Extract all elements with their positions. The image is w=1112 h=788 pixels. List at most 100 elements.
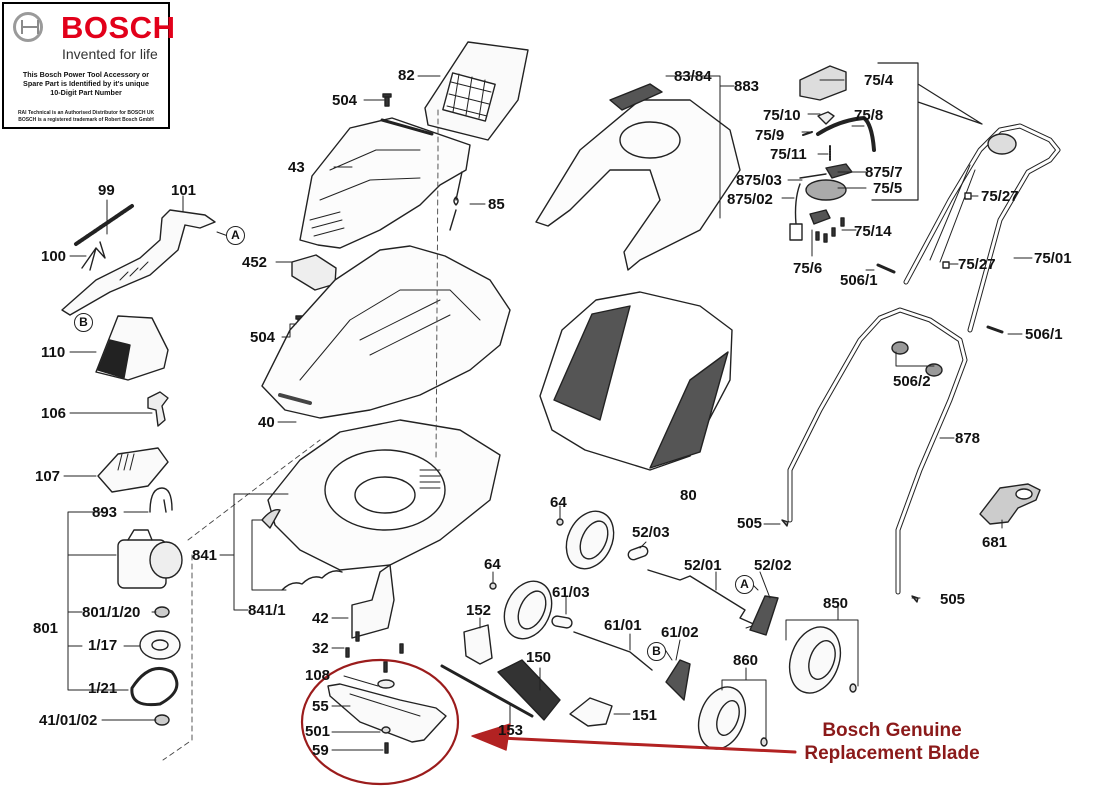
distributor-fine-print: RAI Technical is an Authorised Distribut… [8, 110, 164, 123]
part-108-washer [377, 661, 395, 689]
part-85-spring [449, 171, 463, 231]
label-893: 893 [92, 504, 118, 521]
label-61-02: 61/02 [661, 624, 699, 641]
part-83-84-grip [609, 83, 663, 111]
label-841: 841 [192, 547, 218, 564]
label-99: 99 [98, 182, 115, 199]
label-506-2: 506/2 [893, 373, 931, 390]
part-61-03-bushing [551, 615, 573, 629]
part-153-axle [440, 664, 534, 718]
part-893-cable [149, 487, 173, 513]
label-85: 85 [488, 196, 505, 213]
label-75-6: 75/6 [793, 260, 823, 277]
label-101: 101 [171, 182, 197, 199]
part-41-01-02-bearing [154, 714, 170, 726]
label-61-03: 61/03 [552, 584, 590, 601]
label-505-lower: 505 [940, 591, 966, 608]
part-681-cable-holder [979, 483, 1041, 525]
part-506-1-bolt-a [876, 263, 896, 274]
part-61-02-lever [665, 659, 691, 701]
label-153: 153 [498, 722, 524, 739]
label-108: 108 [305, 667, 331, 684]
label-801-1-20: 801/1/20 [82, 604, 141, 621]
caption-line-2: Replacement Blade [804, 742, 980, 764]
label-506-1-left: 506/1 [840, 272, 878, 289]
part-152-endcap [463, 624, 493, 665]
part-110-cover [95, 315, 169, 381]
label-501: 501 [305, 723, 331, 740]
note-line: This Bosch Power Tool Accessory or [22, 70, 150, 79]
caption-line-1: Bosch Genuine [822, 720, 962, 741]
label-64-lower: 64 [484, 556, 501, 573]
label-75-4: 75/4 [864, 72, 894, 89]
part-75-10-clip [817, 111, 835, 125]
part-75-27-clip-b [942, 261, 950, 269]
part-82-lid [424, 41, 529, 141]
part-52-03-bushing [627, 545, 649, 561]
label-107: 107 [35, 468, 61, 485]
part-75-01-upper-handle [903, 123, 1061, 333]
label-504: 504 [250, 329, 276, 346]
label-75-5: 75/5 [873, 180, 903, 197]
part-875-7-contact [825, 163, 853, 179]
label-151: 151 [632, 707, 658, 724]
part-841-1-fins [261, 509, 343, 591]
part-75-5-switch-box [805, 179, 847, 201]
label-506-1-right: 506/1 [1025, 326, 1063, 343]
callout-b-left: B [74, 313, 93, 332]
fine-line: RAI Technical is an Authorised Distribut… [17, 110, 155, 116]
part-52-01-rod [647, 569, 759, 627]
note-line: 10-Digit Part Number [50, 88, 122, 97]
label-681: 681 [982, 534, 1008, 551]
part-1-17-pulley [139, 630, 181, 660]
label-106: 106 [41, 405, 67, 422]
label-883: 883 [734, 78, 760, 95]
label-152: 152 [466, 602, 492, 619]
highlight-arrow-shaft [498, 736, 797, 754]
label-75-9: 75/9 [755, 127, 785, 144]
part-504-screw-top [382, 93, 392, 107]
part-801-motor [117, 529, 183, 589]
label-100: 100 [41, 248, 67, 265]
part-43-top-cover [299, 117, 471, 249]
label-878: 878 [955, 430, 981, 447]
switch-group-bracket [871, 62, 983, 201]
label-75-27-lower: 75/27 [958, 256, 996, 273]
part-75-14-screws [815, 217, 845, 243]
part-505-screw-a [781, 519, 789, 527]
label-40: 40 [258, 414, 275, 431]
label-801: 801 [33, 620, 59, 637]
part-150-roller [497, 659, 561, 721]
part-106-bracket [147, 391, 169, 427]
part-75-6-plate [809, 209, 831, 225]
part-61-01-rod [573, 631, 653, 671]
callout-a-right: A [735, 575, 754, 594]
label-505-upper: 505 [737, 515, 763, 532]
label-150: 150 [526, 649, 552, 666]
label-32: 32 [312, 640, 329, 657]
label-875-02: 875/02 [727, 191, 773, 208]
fine-line: BOSCH is a registered trademark of Rober… [18, 116, 154, 123]
part-1-21-belt [130, 667, 179, 707]
part-64-nut-lower [489, 582, 497, 590]
part-506-2-knob-b [925, 363, 943, 377]
part-875-03-wire [799, 173, 827, 179]
part-151-endcap [569, 697, 613, 727]
label-75-14: 75/14 [854, 223, 892, 240]
label-52-03: 52/03 [632, 524, 670, 541]
part-506-2-knob-a [891, 341, 909, 355]
part-505-screw-b [911, 595, 919, 603]
part-841-deck [267, 419, 501, 571]
part-107-box [97, 447, 169, 493]
label-1-21: 1/21 [88, 680, 118, 697]
part-506-1-bolt-b [986, 325, 1004, 334]
label-75-01: 75/01 [1034, 250, 1072, 267]
part-99-spring [74, 204, 134, 246]
part-80-grass-box [539, 291, 733, 471]
brand-tagline: Invented for life [62, 46, 158, 62]
label-52-01: 52/01 [684, 557, 722, 574]
part-55-blade [327, 683, 447, 743]
part-875-02-cable [789, 183, 803, 241]
label-841-1: 841/1 [248, 602, 286, 619]
